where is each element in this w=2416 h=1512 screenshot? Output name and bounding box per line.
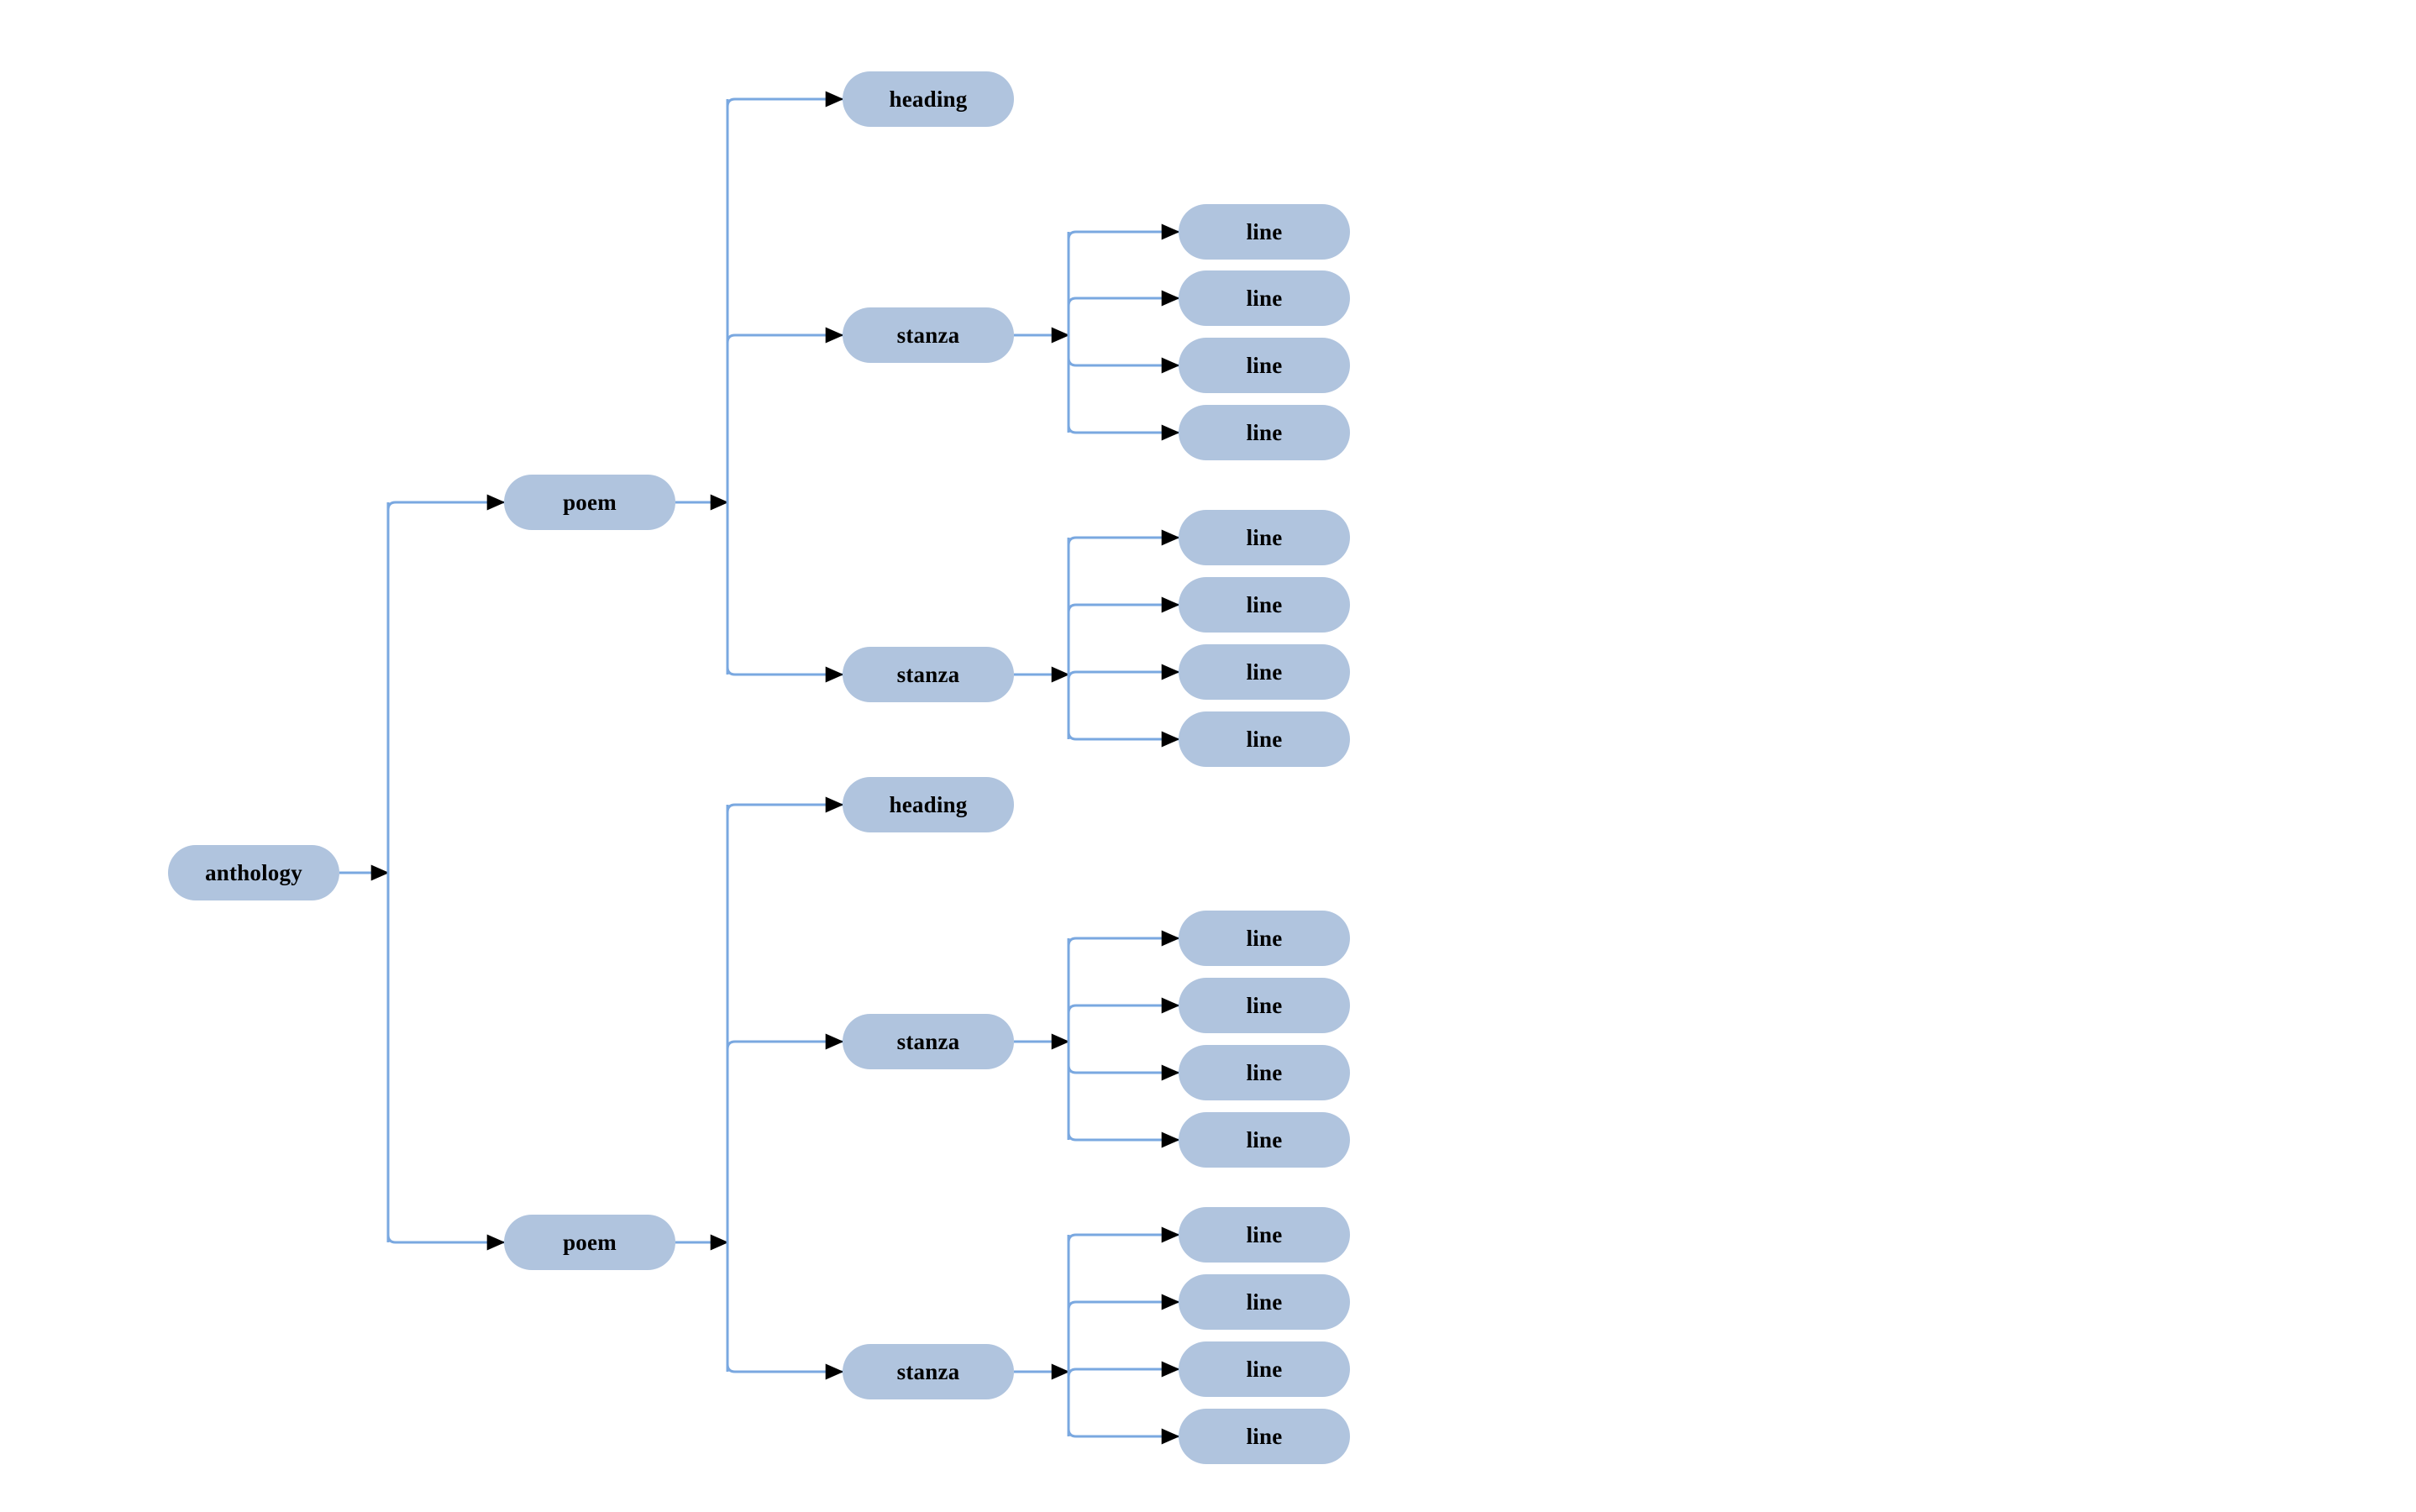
edge-p1stanza2-to-p1s2line2 [1067,596,1180,613]
node-p2s2line1[interactable]: line [1179,1207,1350,1263]
node-label: line [1246,1356,1283,1382]
edge-p2stanza2-to-p2s2line2 [1067,1294,1180,1310]
node-p1stanza2[interactable]: stanza [843,647,1014,702]
edge-poem2-to-p2stanza1 [726,1033,844,1050]
edge-poem2-to-p2heading [726,796,844,813]
node-p1heading[interactable]: heading [843,71,1014,127]
node-poem2[interactable]: poem [504,1215,675,1270]
node-label: heading [889,791,968,817]
node-label: line [1246,419,1283,445]
edge-poem1-to-p1heading [726,91,844,108]
node-p1s1line2[interactable]: line [1179,270,1350,326]
node-label: line [1246,285,1283,311]
node-p2s2line2[interactable]: line [1179,1274,1350,1330]
node-label: stanza [896,322,960,348]
node-label: line [1246,659,1283,685]
edge-p2stanza2-to-p2s2line1 [1067,1226,1180,1243]
node-label: line [1246,1126,1283,1152]
node-p1stanza1[interactable]: stanza [843,307,1014,363]
node-p1s2line3[interactable]: line [1179,644,1350,700]
node-p1s2line1[interactable]: line [1179,510,1350,565]
node-label: poem [563,489,617,515]
edge-p2stanza2-to-p2s2line3 [1067,1361,1180,1378]
edge-poem2-to-p2stanza2 [726,1363,844,1380]
node-label: line [1246,1423,1283,1449]
edge-p1stanza1-to-p1s1line2 [1067,290,1180,307]
node-p2s1line1[interactable]: line [1179,911,1350,966]
node-p1s1line3[interactable]: line [1179,338,1350,393]
edge-p2stanza1-to-p2s1line2 [1067,997,1180,1014]
node-label: line [1246,992,1283,1018]
edge-anthology-to-poem1 [386,494,506,511]
edge-p2stanza1-to-p2s1line3 [1067,1064,1180,1081]
node-label: stanza [896,661,960,687]
node-p2s1line3[interactable]: line [1179,1045,1350,1100]
node-label: line [1246,1221,1283,1247]
node-label: line [1246,1289,1283,1315]
node-p1s2line4[interactable]: line [1179,711,1350,767]
node-p1s1line1[interactable]: line [1179,204,1350,260]
edge-p2stanza1-to-p2s1line4 [1067,1131,1180,1148]
edge-p1stanza2-to-p1s2line3 [1067,664,1180,680]
node-label: stanza [896,1028,960,1054]
node-label: anthology [205,859,302,885]
node-p1s2line2[interactable]: line [1179,577,1350,633]
node-anthology[interactable]: anthology [168,845,339,900]
node-p2s2line3[interactable]: line [1179,1341,1350,1397]
node-p2s2line4[interactable]: line [1179,1409,1350,1464]
node-label: line [1246,352,1283,378]
node-label: line [1246,218,1283,244]
node-label: line [1246,591,1283,617]
node-label: stanza [896,1358,960,1384]
node-label: line [1246,524,1283,550]
edge-poem1-to-p1stanza2 [726,666,844,683]
edge-p2stanza2-to-p2s2line4 [1067,1428,1180,1445]
node-p2heading[interactable]: heading [843,777,1014,832]
node-label: line [1246,1059,1283,1085]
edge-p1stanza2-to-p1s2line4 [1067,731,1180,748]
node-p1s1line4[interactable]: line [1179,405,1350,460]
edge-p1stanza2-to-p1s2line1 [1067,529,1180,546]
node-label: line [1246,726,1283,752]
node-p2stanza1[interactable]: stanza [843,1014,1014,1069]
node-label: heading [889,86,968,112]
edge-p2stanza1-to-p2s1line1 [1067,930,1180,947]
edge-p1stanza1-to-p1s1line3 [1067,357,1180,374]
edge-p1stanza1-to-p1s1line1 [1067,223,1180,240]
edge-poem1-to-p1stanza1 [726,327,844,344]
node-p2stanza2[interactable]: stanza [843,1344,1014,1399]
node-label: poem [563,1229,617,1255]
node-poem1[interactable]: poem [504,475,675,530]
node-p2s1line2[interactable]: line [1179,978,1350,1033]
edge-anthology-to-poem2 [386,1234,506,1251]
node-p2s1line4[interactable]: line [1179,1112,1350,1168]
node-label: line [1246,925,1283,951]
edge-p1stanza1-to-p1s1line4 [1067,424,1180,441]
